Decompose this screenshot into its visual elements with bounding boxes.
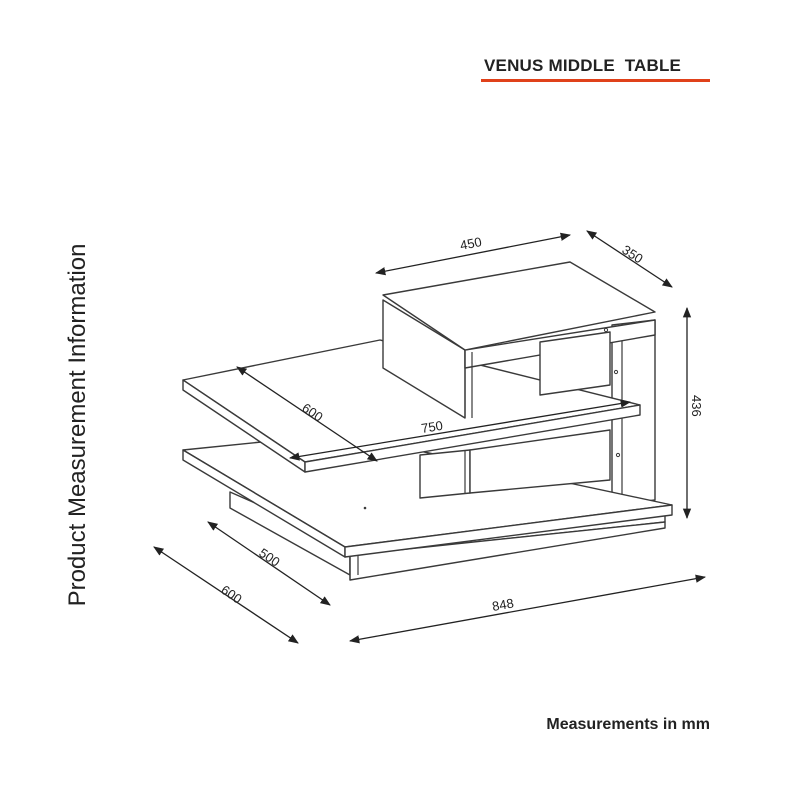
title-underline	[481, 79, 710, 82]
dimension-middle-shelf-width: 750	[288, 399, 632, 461]
dimension-label-total-width: 848	[491, 595, 515, 614]
dimension-label-bottom-depth-inner: 500	[256, 545, 282, 570]
product-title: VENUS MIDDLE TABLE	[484, 56, 682, 75]
dimension-top-width: 450	[374, 232, 572, 276]
dimension-label-top-depth: 350	[619, 242, 645, 266]
dimension-total-width: 848	[348, 574, 707, 644]
dimension-top-depth: 350	[586, 230, 673, 288]
dimension-label-bottom-depth-outer: 600	[218, 582, 244, 607]
measurement-unit-note: Measurements in mm	[546, 716, 710, 733]
dimension-height: 436	[682, 306, 704, 520]
dimension-label-height: 436	[689, 395, 704, 417]
dimension-label-middle-shelf-width: 750	[420, 418, 444, 436]
dimension-label-top-width: 450	[459, 234, 483, 253]
